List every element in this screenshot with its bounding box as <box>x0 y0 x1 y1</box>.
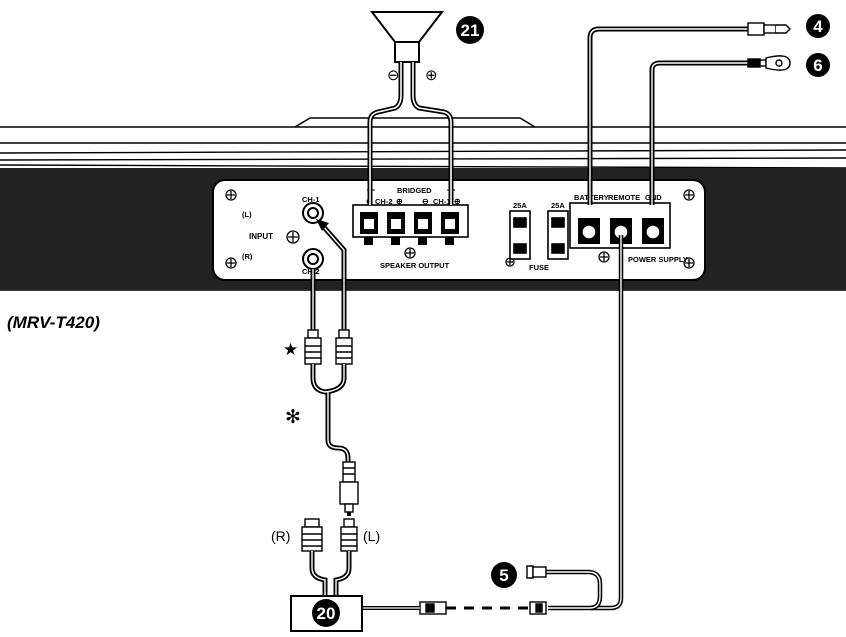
callout-20: 20 <box>317 604 336 623</box>
rca-plugs-lower <box>301 518 358 552</box>
callout-4-circle <box>806 14 830 38</box>
asterisk-symbol: ✻ <box>285 407 301 428</box>
speaker-minus-symbol: ⊖ <box>387 67 400 84</box>
speaker-icon <box>369 11 445 63</box>
rca-extension-plug <box>339 461 359 513</box>
speaker-plus-right: ⊕ <box>454 197 461 206</box>
ch1-label: CH-1 <box>302 195 320 204</box>
rca-plugs-upper <box>304 329 353 365</box>
bridged-label: BRIDGED <box>397 186 432 195</box>
speaker-output-terminals <box>352 189 469 245</box>
head-unit-remote-plug <box>419 601 447 615</box>
input-label: INPUT <box>249 232 273 241</box>
speaker-wires-core <box>369 62 452 205</box>
remote-wire <box>548 235 624 611</box>
rca-left-label: (L) <box>363 528 380 544</box>
speaker-minus-right: ⊖ <box>422 197 429 206</box>
right-channel-label: (R) <box>242 252 253 261</box>
remote-connector-icon <box>526 565 547 615</box>
rca-right-label: (R) <box>271 528 290 544</box>
ring-terminal-icon <box>747 55 791 71</box>
speaker-ch2-label: CH-2 <box>375 197 393 206</box>
fuses <box>509 210 569 260</box>
model-label: (MRV-T420) <box>7 313 100 332</box>
star-symbol: ★ <box>283 340 298 359</box>
power-supply-title: POWER SUPPLY <box>628 255 688 264</box>
remote-lead-wire <box>546 569 603 611</box>
panel-screws <box>225 189 695 269</box>
callout-4: 4 <box>813 17 823 36</box>
callout-6: 6 <box>813 56 822 75</box>
fuse-rating-right: 25A <box>551 201 565 210</box>
callout-20-circle <box>312 599 340 627</box>
left-channel-label: (L) <box>242 210 252 219</box>
fuse-title: FUSE <box>529 263 549 272</box>
speaker-plus-symbol: ⊕ <box>425 67 438 84</box>
callout-5-circle <box>491 562 517 588</box>
battery-wire-core <box>589 28 748 205</box>
callout-21: 21 <box>461 21 480 40</box>
fuse-rating-left: 25A <box>513 201 527 210</box>
speaker-plus-left: ⊕ <box>396 197 403 206</box>
speaker-ch1-label: CH-1 <box>433 197 451 206</box>
callouts <box>312 14 830 627</box>
arrow-icon <box>316 219 329 231</box>
remote-terminal-label: REMOTE <box>608 193 640 202</box>
callout-6-circle <box>806 53 830 77</box>
battery-connector-icon <box>747 22 791 36</box>
callout-5: 5 <box>499 566 508 585</box>
speaker-output-title: SPEAKER OUTPUT <box>380 261 450 270</box>
callout-21-circle <box>456 16 484 44</box>
